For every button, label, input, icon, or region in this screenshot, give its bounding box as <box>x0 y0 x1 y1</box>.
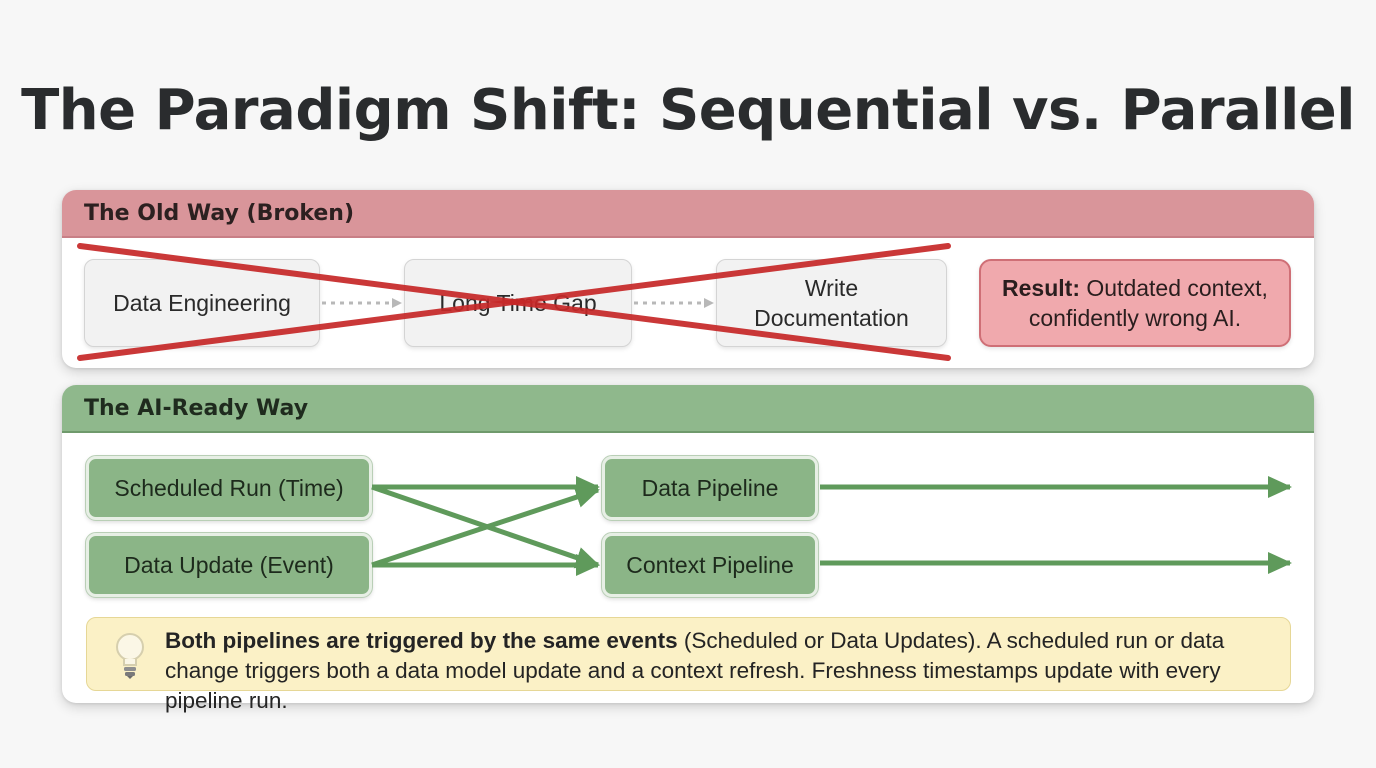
old-way-header: The Old Way (Broken) <box>62 190 1314 238</box>
cross-line-2 <box>77 243 951 361</box>
note-text: Both pipelines are triggered by the same… <box>165 628 1224 713</box>
result-label: Result: <box>1002 275 1080 301</box>
info-note: Both pipelines are triggered by the same… <box>86 617 1291 713</box>
data-update-label: Data Update (Event) <box>124 552 334 578</box>
data-update-trigger: Data Update (Event) <box>85 532 373 598</box>
ai-ready-header: The AI-Ready Way <box>62 385 1314 433</box>
page-title: The Paradigm Shift: Sequential vs. Paral… <box>21 78 1355 143</box>
scheduled-run-trigger: Scheduled Run (Time) <box>85 455 373 521</box>
context-pipeline-label: Context Pipeline <box>626 552 794 578</box>
arrow-update-to-data <box>371 486 600 568</box>
context-pipeline-box: Context Pipeline <box>601 532 819 598</box>
data-engineering-label: Data Engineering <box>113 290 291 316</box>
data-pipeline-label: Data Pipeline <box>641 475 779 501</box>
scheduled-run-label: Scheduled Run (Time) <box>114 475 344 501</box>
write-documentation-label: Write Documentation <box>754 275 909 331</box>
result-box: Result: Outdated context, confidently wr… <box>979 259 1291 347</box>
note-bold-text: Both pipelines are triggered by the same… <box>165 628 678 653</box>
result-text: Result: Outdated context, confidently wr… <box>990 273 1280 333</box>
result-description: Outdated context, confidently wrong AI. <box>1028 275 1268 331</box>
data-pipeline-box: Data Pipeline <box>601 455 819 521</box>
note-body-text: (Scheduled or Data Updates). A scheduled… <box>165 628 1225 713</box>
lightbulb-icon <box>116 633 144 679</box>
